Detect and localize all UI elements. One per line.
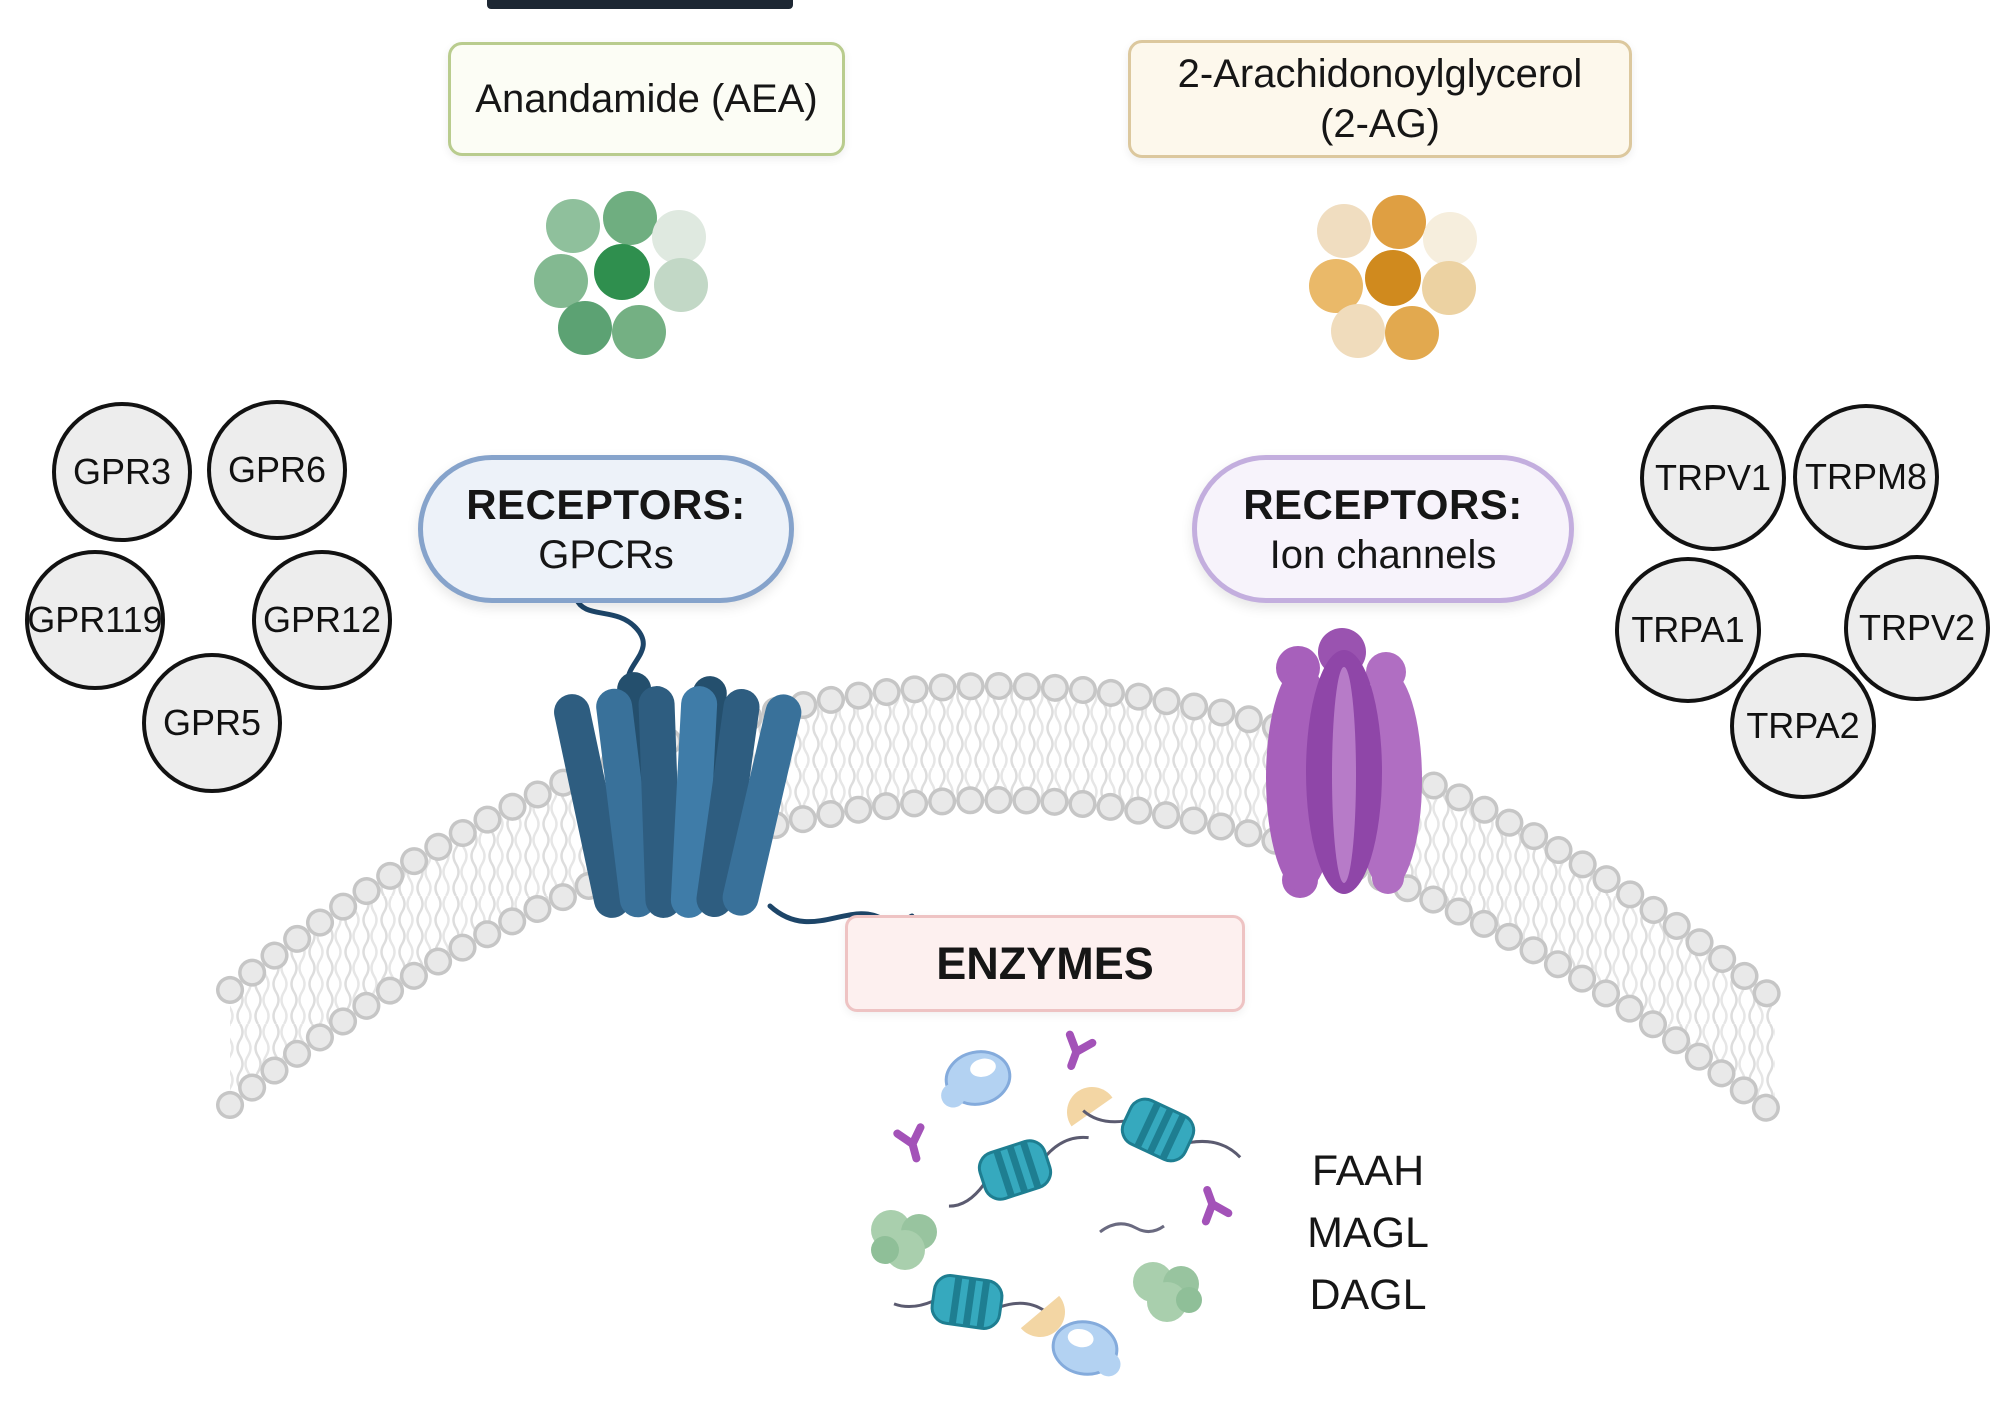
ion-channel-protein	[1266, 628, 1422, 898]
cropped-top-fragment	[487, 0, 793, 9]
receptor-circle-label: TRPV2	[1858, 607, 1976, 648]
enzyme-name-dagl: DAGL	[1309, 1271, 1427, 1319]
enzyme-barrel	[1082, 1097, 1242, 1163]
receptor-circle-label: GPR3	[72, 451, 172, 492]
receptor-pill-gpcrs: RECEPTORS: GPCRs	[418, 455, 794, 603]
ion-pill-title: RECEPTORS:	[1243, 480, 1523, 528]
receptor-circle-trpa2: TRPA2	[1730, 653, 1876, 799]
enzyme-antibody	[1201, 1186, 1233, 1226]
2ag-label-line2: (2-AG)	[1320, 102, 1440, 146]
enzyme-shapes	[871, 1030, 1242, 1377]
anandamide-label: Anandamide (AEA)	[475, 77, 818, 121]
receptor-circle-gpr119: GPR119	[25, 550, 165, 690]
receptor-circle-trpv2: TRPV2	[1844, 555, 1990, 701]
enzyme-name-magl: MAGL	[1307, 1209, 1429, 1257]
receptor-circle-label: TRPA1	[1631, 609, 1745, 650]
gpcr-protein	[554, 595, 915, 927]
receptor-circle-trpa1: TRPA1	[1615, 557, 1761, 703]
ligand-box-2ag: 2-Arachidonoylglycerol (2-AG)	[1128, 40, 1632, 158]
receptor-circle-trpv1: TRPV1	[1640, 405, 1786, 551]
receptor-circle-label: TRPA2	[1746, 705, 1860, 746]
enzyme-blob-blue	[941, 1050, 1012, 1108]
enzyme-name-faah: FAAH	[1311, 1147, 1425, 1195]
aea-molecule-cluster	[534, 191, 708, 359]
enzymes-box: ENZYMES	[845, 915, 1245, 1012]
receptor-circle-gpr5: GPR5	[142, 653, 282, 793]
enzyme-blob-blue	[1051, 1320, 1121, 1377]
enzyme-antibody	[1065, 1030, 1097, 1070]
receptor-circle-gpr12: GPR12	[252, 550, 392, 690]
enzyme-blob-green	[1133, 1262, 1202, 1322]
enzyme-wedge	[1067, 1087, 1113, 1127]
enzyme-wedge	[1020, 1295, 1065, 1337]
enzyme-barrel	[948, 1135, 1089, 1208]
gpcr-pill-title: RECEPTORS:	[466, 480, 746, 528]
enzyme-name-list: FAAH MAGL DAGL	[1253, 1140, 1483, 1326]
gpcr-pill-subtitle: GPCRs	[538, 532, 674, 577]
ion-pill-subtitle: Ion channels	[1269, 532, 1497, 577]
enzyme-barrel	[893, 1274, 1046, 1330]
cell-membrane	[216, 672, 1789, 1129]
2ag-label-line1: 2-Arachidonoylglycerol	[1177, 52, 1583, 96]
receptor-circle-label: TRPV1	[1654, 457, 1772, 498]
receptor-circle-trpm8: TRPM8	[1793, 404, 1939, 550]
enzyme-blob-green	[871, 1210, 937, 1270]
receptor-pill-ion-channels: RECEPTORS: Ion channels	[1192, 455, 1574, 603]
receptor-circle-label: TRPM8	[1804, 456, 1927, 497]
receptor-circle-gpr3: GPR3	[52, 402, 192, 542]
receptor-circle-label: GPR119	[27, 599, 163, 640]
two-ag-molecule-cluster	[1309, 195, 1477, 360]
receptor-circle-label: GPR6	[227, 449, 327, 490]
enzymes-title: ENZYMES	[936, 937, 1154, 989]
receptor-circle-label: GPR12	[262, 599, 382, 640]
enzyme-antibody	[893, 1123, 925, 1163]
receptor-circle-label: GPR5	[162, 702, 262, 743]
ligand-box-anandamide: Anandamide (AEA)	[448, 42, 845, 156]
receptor-circle-gpr6: GPR6	[207, 400, 347, 540]
